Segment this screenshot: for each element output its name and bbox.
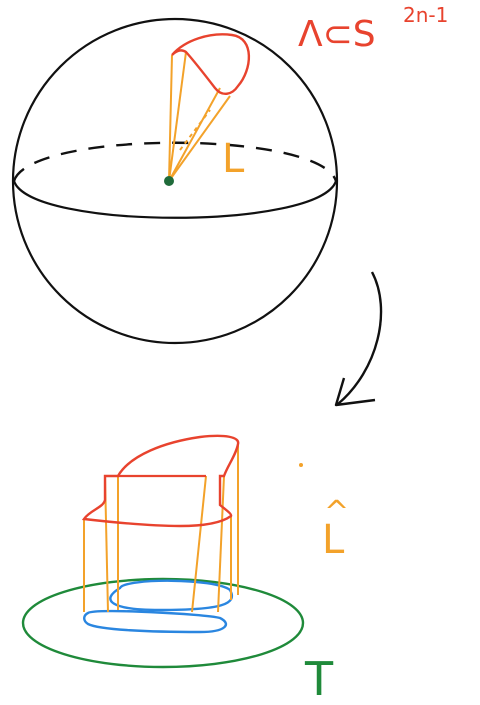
sphere-outline — [13, 19, 337, 343]
equator-front — [14, 181, 336, 218]
torus-label: T — [304, 652, 334, 705]
origin-point — [164, 176, 174, 186]
blue-curve-lower — [84, 611, 226, 632]
equator-back — [14, 143, 336, 181]
orange-dot — [299, 463, 303, 467]
blue-curve-upper — [110, 581, 232, 610]
lambda-superscript: 2n-1 — [403, 3, 448, 27]
projection-arrow — [338, 272, 381, 404]
lambda-label: Λ⊂S — [298, 14, 376, 55]
cone-rays — [169, 52, 230, 181]
cone-label: L — [222, 136, 245, 182]
torus-ellipse — [23, 579, 303, 667]
lift-verticals — [84, 444, 238, 612]
lift-label: L — [322, 517, 345, 563]
lift-red-outline — [84, 436, 238, 526]
